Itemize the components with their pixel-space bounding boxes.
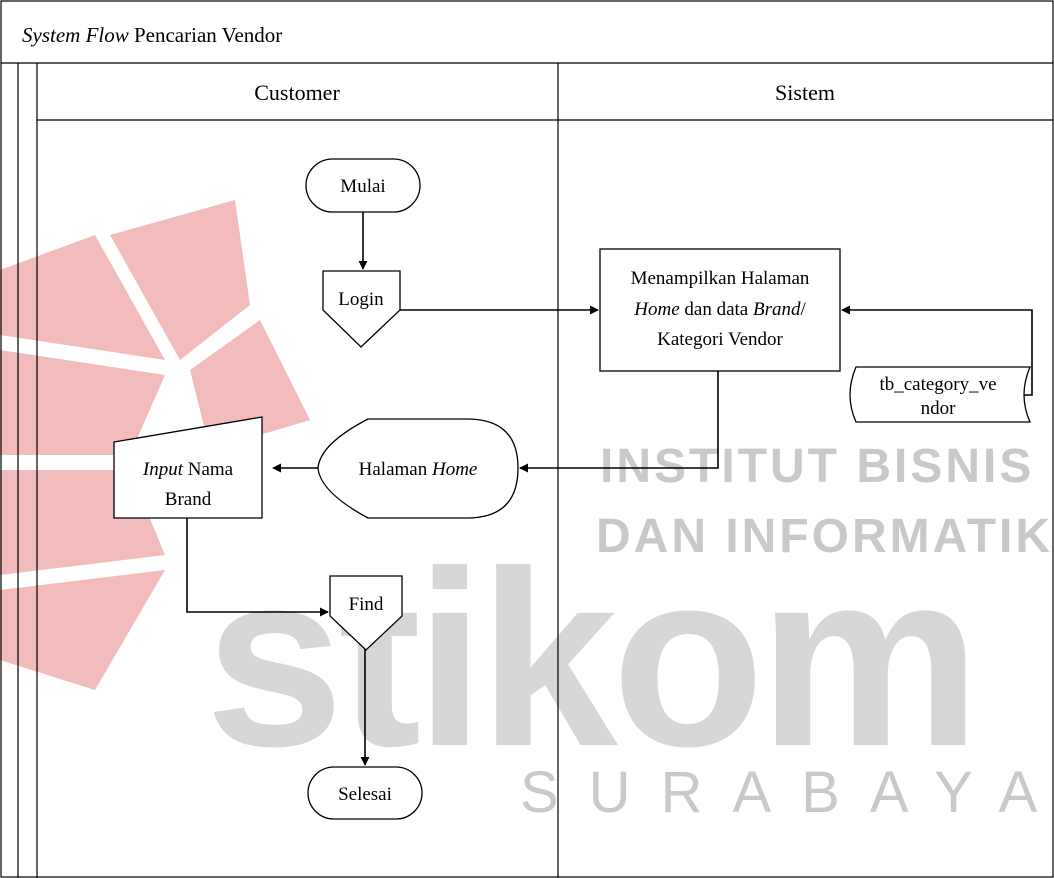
node-login: Login	[322, 270, 401, 348]
diagram-title: System Flow Pencarian Vendor	[22, 23, 282, 47]
node-display: Halaman Home	[317, 418, 519, 519]
node-input-line2: Brand	[165, 489, 212, 510]
arrow-input-find	[186, 518, 329, 617]
node-selesai-label: Selesai	[338, 784, 392, 805]
watermark-logo-text: stikom	[205, 519, 975, 798]
arrow-database-process	[841, 305, 1033, 396]
node-process: Menampilkan Halaman Home dan data Brand/…	[599, 248, 841, 372]
node-process-line1: Menampilkan Halaman	[631, 268, 810, 289]
node-find: Find	[329, 575, 403, 651]
node-database: tb_category_ve ndor	[849, 366, 1031, 423]
node-process-line3: Kategori Vendor	[657, 329, 783, 350]
watermark-line2: DAN INFORMATIKA	[596, 510, 1054, 563]
node-input: Input Nama Brand	[113, 416, 263, 519]
node-mulai: Mulai	[305, 158, 421, 213]
watermark-city: SURABAYA	[520, 760, 1054, 825]
node-mulai-label: Mulai	[340, 176, 385, 197]
lane-header-customer: Customer	[254, 80, 340, 105]
watermark: INSTITUT BISNIS DAN INFORMATIKA stikom S…	[0, 200, 1054, 825]
node-input-line1: Input Nama	[142, 459, 234, 480]
node-process-line2: Home dan data Brand/	[633, 299, 806, 320]
lane-header-sistem: Sistem	[775, 80, 835, 105]
node-login-label: Login	[338, 289, 384, 310]
node-database-line2: ndor	[921, 398, 957, 419]
node-database-line1: tb_category_ve	[879, 374, 996, 395]
watermark-line1: INSTITUT BISNIS	[600, 440, 1034, 493]
watermark-logo-icon	[0, 200, 310, 690]
node-find-label: Find	[349, 594, 384, 615]
node-display-label: Halaman Home	[359, 459, 478, 480]
node-selesai: Selesai	[307, 766, 423, 820]
arrow-process-display	[519, 371, 719, 473]
connectors	[186, 212, 1033, 766]
